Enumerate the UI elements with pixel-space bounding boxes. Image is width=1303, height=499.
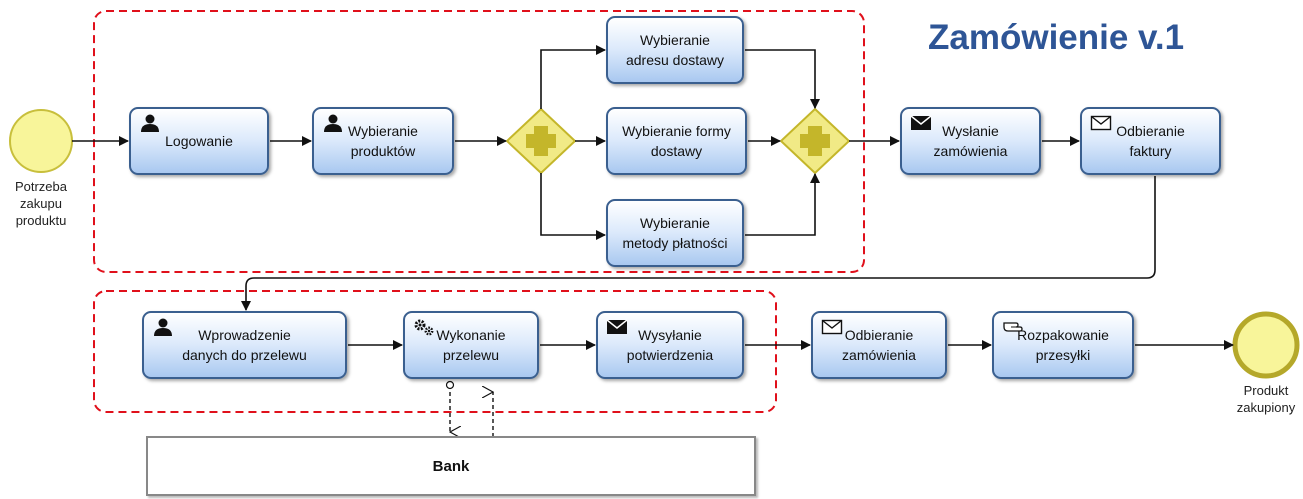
task-wyslanie-zamowienia[interactable]: Wysłanie zamówienia [900,107,1041,175]
task-wybieranie-formy[interactable]: Wybieranie formy dostawy [606,107,747,175]
task-wykonanie-przelewu[interactable]: Wykonanie przelewu [403,311,539,379]
diagram-title: Zamówienie v.1 [928,18,1185,57]
flow-faktura-to-przelew [241,176,1156,311]
envelope-filled-icon [910,115,932,130]
task-label: Rozpakowanie przesyłki [1017,327,1109,363]
flow-metoda-to-join [745,173,820,236]
pool-bank[interactable]: Bank [146,436,756,496]
message-flow-source-dot [445,380,455,390]
envelope-filled-icon [606,319,628,334]
task-label: Logowanie [165,133,233,149]
pool-label: Bank [432,457,470,475]
task-label: Odbieranie faktury [1116,123,1185,159]
flow-adres-to-join [745,49,820,109]
end-event[interactable] [1232,311,1300,379]
user-icon [141,114,159,132]
task-rozpakowanie-przesylki[interactable]: Rozpakowanie przesyłki [992,311,1134,379]
task-label: Wykonanie przelewu [436,327,506,363]
group-payment [93,290,777,413]
envelope-outline-icon [821,319,843,335]
user-icon [324,114,342,132]
task-label: Wysłanie zamówienia [933,123,1008,159]
task-label: Wybieranie adresu dostawy [625,32,725,68]
task-odbieranie-zamowienia[interactable]: Odbieranie zamówienia [811,311,947,379]
task-label: Wprowadzenie danych do przelewu [182,327,307,363]
start-event-label: Potrzeba zakupu produktu [14,179,68,228]
task-wybieranie-metody[interactable]: Wybieranie metody płatności [606,199,744,267]
task-label: Wybieranie metody płatności [622,215,728,251]
task-label: Wybieranie produktów [348,123,418,159]
task-logowanie[interactable]: Logowanie [129,107,269,175]
task-label: Wysyłanie potwierdzenia [626,327,714,363]
gears-icon [414,319,434,336]
flow-gateway-to-adres [540,45,606,109]
task-wybieranie-adresu[interactable]: Wybieranie adresu dostawy [606,16,744,84]
parallel-gateway-split[interactable] [505,107,577,175]
start-event[interactable] [9,109,73,173]
flow-gateway-to-metoda [540,173,606,240]
hand-icon [1003,322,1023,332]
task-wprowadzenie-danych[interactable]: Wprowadzenie danych do przelewu [142,311,347,379]
end-event-label: Produkt zakupiony [1236,383,1296,415]
task-wybieranie-produktow[interactable]: Wybieranie produktów [312,107,454,175]
task-wysylanie-potwierdzenia[interactable]: Wysyłanie potwierdzenia [596,311,744,379]
user-icon [154,318,172,336]
task-odbieranie-faktury[interactable]: Odbieranie faktury [1080,107,1221,175]
parallel-gateway-join[interactable] [779,107,851,175]
task-label: Wybieranie formy dostawy [622,123,731,159]
task-label: Odbieranie zamówienia [842,327,916,363]
envelope-outline-icon [1090,115,1112,131]
